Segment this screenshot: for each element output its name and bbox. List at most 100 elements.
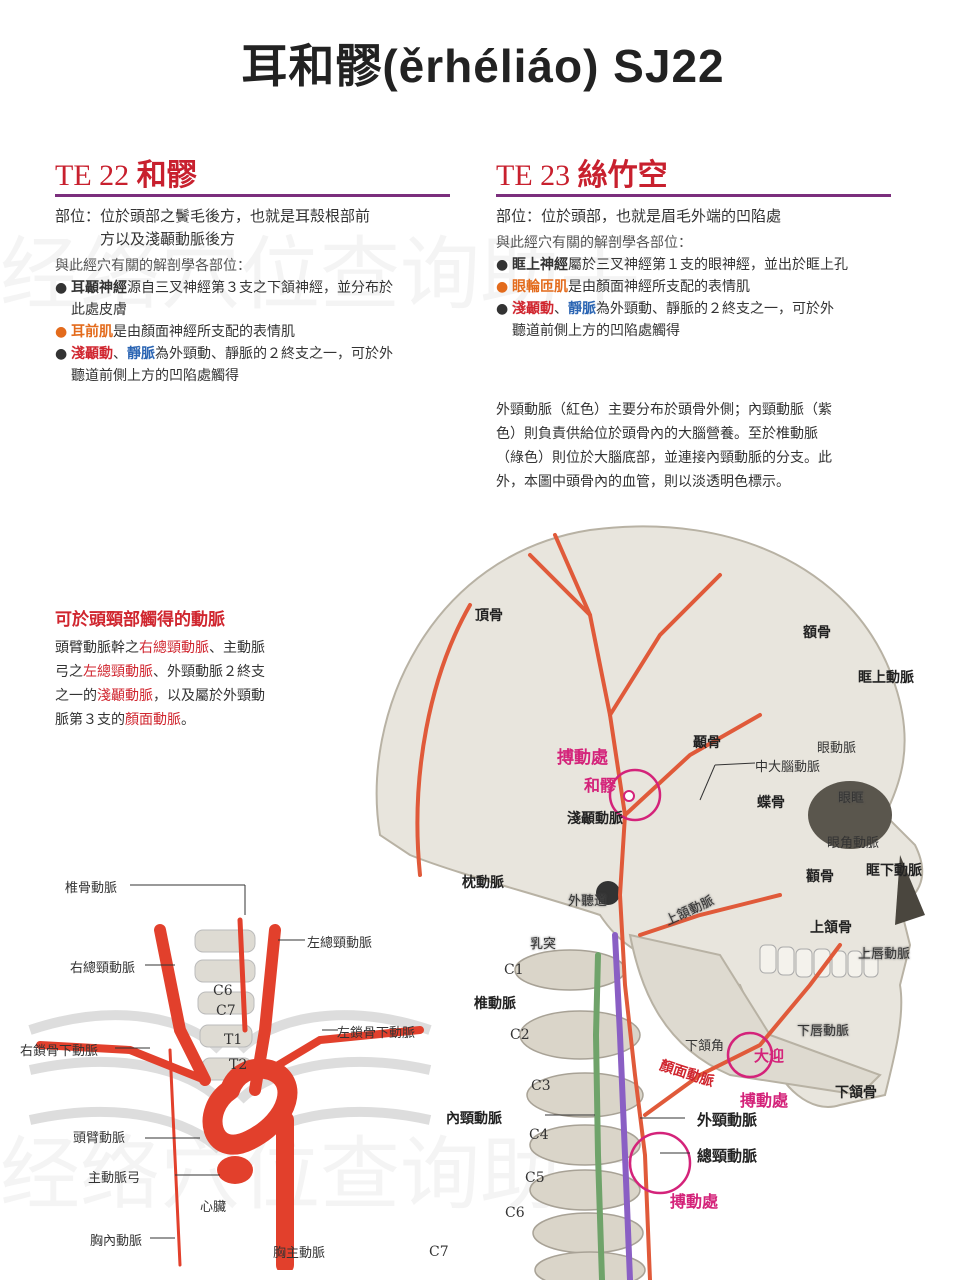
heart-shape <box>217 1156 253 1184</box>
label-right-subclavian: 右鎖骨下動脈 <box>20 1044 99 1059</box>
label-mastoid: 乳突 <box>530 937 557 952</box>
label-thoracic-aorta: 胸主動脈 <box>273 1246 326 1261</box>
text: 。 <box>181 712 195 728</box>
label-pulse-2: 搏動處 <box>740 1091 789 1110</box>
arteries <box>415 533 842 1280</box>
pulse-circle-heliao <box>608 768 662 822</box>
label-internal-thoracic: 胸內動脈 <box>90 1234 143 1249</box>
label-internal-carotid: 內頸動脈 <box>446 1111 502 1127</box>
bullet-item: ●耳前肌是由顏面神經所支配的表情肌 <box>55 324 295 340</box>
pulse-circle-carotid <box>628 1131 692 1195</box>
bullet-text: 聽道前側上方的凹陷處觸得 <box>71 368 239 384</box>
label-parietal: 頂骨 <box>475 608 503 624</box>
label-supraorbital: 眶上動脈 <box>858 670 914 686</box>
te23-anatomy-header: 與此經穴有關的解剖學各部位： <box>496 235 692 251</box>
bullet-text: 聽道前側上方的凹陷處觸得 <box>512 323 680 339</box>
bullet-text: 屬於三叉神經第１支的眼神經，並出於眶上孔 <box>568 257 848 273</box>
location-text-2: 方以及淺顳動脈後方 <box>100 230 236 248</box>
pulse-circle-daying <box>726 1031 774 1079</box>
text: 之一的 <box>55 688 97 704</box>
bullet-text: 是由顏面神經所支配的表情肌 <box>113 324 295 340</box>
caption-line: （綠色）則位於大腦底部，並連接內頸動脈的分支。此 <box>496 450 832 466</box>
chest-arteries-diagram <box>28 884 432 1270</box>
label-superior-labial: 上唇動脈 <box>858 947 911 962</box>
label-angular: 眼角動脈 <box>827 836 880 851</box>
label-pulse-1: 搏動處 <box>557 748 608 768</box>
te22-rule <box>55 194 450 197</box>
label-heliao: 和髎 <box>584 776 617 795</box>
te23-heading: TE 23 絲竹空 <box>496 150 891 194</box>
term: 靜脈 <box>127 346 155 362</box>
bullet-item: ●耳顳神經源自三叉神經第３支之下頷神經，並分布於此處皮膚 <box>55 280 393 318</box>
label-c6: C6 <box>213 983 233 999</box>
sep: 、 <box>113 346 127 362</box>
artery-term: 淺顳動脈 <box>97 688 153 704</box>
location-label: 部位： <box>55 207 101 225</box>
label-left-subclavian: 左鎖骨下動脈 <box>337 1026 416 1041</box>
mandible-shape <box>628 933 882 1097</box>
teeth <box>759 944 879 978</box>
te22-name: 和髎 <box>136 158 197 193</box>
location-text: 位於頭部之鬢毛後方，也就是耳殼根部前 <box>100 207 371 225</box>
label-t2: T2 <box>229 1057 248 1073</box>
label-maxilla: 上頷骨 <box>810 920 852 936</box>
label-common-carotid: 總頸動脈 <box>697 1147 758 1165</box>
label-temporal: 顳骨 <box>693 735 721 751</box>
term: 靜脈 <box>568 301 596 317</box>
skull-illustration <box>375 525 925 1280</box>
text: 弓之 <box>55 664 83 680</box>
text: ，以及屬於外頸動 <box>153 688 265 704</box>
te22-anatomy-header: 與此經穴有關的解剖學各部位： <box>55 258 251 274</box>
te23-section: TE 23 絲竹空 部位：位於頭部，也就是眉毛外端的凹陷處 與此經穴有關的解剖學… <box>496 150 891 342</box>
bullet-text: 為外頸動、靜脈的２終支之一，可於外 <box>155 346 393 362</box>
caption-line: 外，本圖中頭骨內的血管，則以淡透明色標示。 <box>496 474 790 490</box>
location-text: 位於頭部，也就是眉毛外端的凹陷處 <box>541 207 782 225</box>
label-ophthalmic: 眼動脈 <box>817 741 857 756</box>
label-occipital: 枕動脈 <box>462 875 504 891</box>
bullet-text: 為外頸動、靜脈的２終支之一，可於外 <box>596 301 834 317</box>
label-aortic-arch: 主動脈弓 <box>88 1171 141 1186</box>
cervical-spine <box>514 949 646 1280</box>
label-brachiocephalic: 頭臂動脈 <box>73 1131 126 1146</box>
label-orbit: 眼眶 <box>838 791 865 806</box>
label-zygomatic: 顴骨 <box>806 869 834 885</box>
label-middle-cerebral: 中大腦動脈 <box>755 760 821 775</box>
caption-line: 色）則負責供給位於頭骨內的大腦營養。至於椎動脈 <box>496 426 818 442</box>
artery-term: 右總頸動脈 <box>139 640 209 656</box>
text: 、外頸動脈２終支 <box>153 664 265 680</box>
label-c6: C6 <box>505 1205 525 1221</box>
label-c3: C3 <box>531 1078 551 1094</box>
label-infraorbital: 眶下動脈 <box>866 863 922 879</box>
te22-bullets: ●耳顳神經源自三叉神經第３支之下頷神經，並分布於此處皮膚 ●耳前肌是由顏面神經所… <box>55 277 450 387</box>
label-c2: C2 <box>510 1027 530 1043</box>
label-c4: C4 <box>529 1127 549 1143</box>
orbit-shape <box>808 781 892 849</box>
arteries-box-text: 頭臂動脈幹之右總頸動脈、主動脈 弓之左總頸動脈、外頸動脈２終支 之一的淺顳動脈，… <box>55 636 315 732</box>
label-daying: 大迎 <box>754 1047 785 1065</box>
bullet-item: ●眼輪匝肌是由顏面神經所支配的表情肌 <box>496 279 750 295</box>
leader-lines <box>545 762 756 1154</box>
caption-line: 外頸動脈（紅色）主要分布於頭骨外側；內頸動脈（紫 <box>496 402 832 418</box>
te22-section: TE 22 和髎 部位：位於頭部之鬢毛後方，也就是耳殼根部前 方以及淺顳動脈後方… <box>55 150 450 387</box>
te23-bullets: ●眶上神經屬於三叉神經第１支的眼神經，並出於眶上孔 ●眼輪匝肌是由顏面神經所支配… <box>496 254 891 342</box>
bullet-text: 是由顏面神經所支配的表情肌 <box>568 279 750 295</box>
term: 耳前肌 <box>71 324 113 340</box>
term: 眶上神經 <box>512 257 568 273</box>
term: 淺顳動 <box>71 346 113 362</box>
term: 耳顳神經 <box>71 280 127 296</box>
te23-name: 絲竹空 <box>577 158 668 193</box>
te23-location: 部位：位於頭部，也就是眉毛外端的凹陷處 <box>496 205 891 228</box>
label-mandible: 下頷骨 <box>835 1085 877 1101</box>
bullet-text: 源自三叉神經第３支之下頷神經，並分布於 <box>127 280 393 296</box>
text: 、主動脈 <box>209 640 265 656</box>
bullet-item: ●淺顳動、靜脈為外頸動、靜脈的２終支之一，可於外聽道前側上方的凹陷處觸得 <box>496 301 834 339</box>
artery-term: 顏面動脈 <box>125 712 181 728</box>
term: 淺顳動 <box>512 301 554 317</box>
page-title: 耳和髎(ěrhéliáo) SJ22 <box>241 40 725 92</box>
heliao-point <box>623 790 635 802</box>
label-heart: 心臟 <box>200 1200 227 1215</box>
label-c5: C5 <box>525 1170 545 1186</box>
artery-term: 左總頸動脈 <box>83 664 153 680</box>
sep: 、 <box>554 301 568 317</box>
te22-code: TE 22 <box>55 159 130 192</box>
